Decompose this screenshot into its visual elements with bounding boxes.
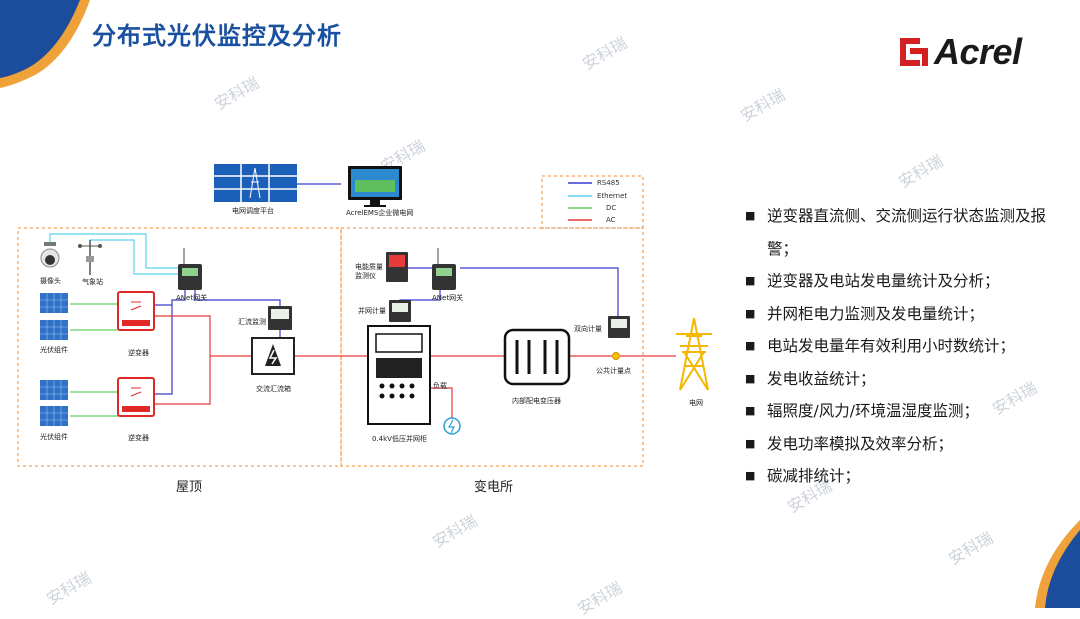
bullet-icon: ■ <box>745 371 756 385</box>
feature-list: ■ 逆变器直流侧、交流侧运行状态监测及报警； ■ 逆变器及电站发电量统计及分析； ■… <box>745 200 1070 493</box>
feature-text: 辐照度/风力/环境温湿度监测； <box>767 402 979 420</box>
watermark: 安科瑞 <box>737 85 789 126</box>
roof-area-box <box>17 227 342 467</box>
pv-panel-icon <box>40 406 68 426</box>
roof-area-label: 屋顶 <box>176 480 203 495</box>
watermark: 安科瑞 <box>945 528 997 569</box>
cabinet-load-ac <box>430 387 453 418</box>
corner-decoration-top-left <box>0 0 90 88</box>
legend-box <box>541 175 644 229</box>
logo-text: Acrel <box>934 31 1022 72</box>
transformer-label: 内部配电变压器 <box>512 397 561 405</box>
weather-station-label: 气象站 <box>82 278 103 286</box>
combiner-meter-icon <box>268 306 292 330</box>
pq-monitor-label: 电能质量 监测仪 <box>355 263 383 280</box>
acrel-logo-icon <box>900 38 928 66</box>
ac-combiner-label: 交流汇流箱 <box>256 385 291 393</box>
feature-text: 电站发电量年有效利用小时数统计； <box>767 337 1016 355</box>
cabinet-label: 0.4kV低压并网柜 <box>372 435 427 443</box>
legend-label: DC <box>606 204 617 212</box>
feature-item: ■ 电站发电量年有效利用小时数统计； <box>745 330 1070 363</box>
weather-ethernet-line <box>89 239 178 275</box>
grid-label: 电网 <box>689 399 703 407</box>
dispatch-platform-label: 电网调度平台 <box>232 207 274 215</box>
anet-gateway-icon <box>178 248 202 290</box>
pv-top-label: 光伏组件 <box>40 346 68 354</box>
feature-text: 逆变器及电站发电量统计及分析； <box>767 272 1000 290</box>
brand-logo: Acrel <box>898 31 1022 72</box>
anet-left-label: ANet网关 <box>176 294 208 302</box>
power-quality-monitor-icon <box>386 252 408 282</box>
substation-area-label: 变电所 <box>474 480 514 495</box>
substation-area-box <box>340 227 644 467</box>
grid-tower-icon <box>676 317 712 391</box>
feature-text: 逆变器直流侧、交流侧运行状态监测及报警； <box>767 207 1047 258</box>
legend-label: RS485 <box>597 179 620 187</box>
load-icon <box>443 417 461 435</box>
watermark: 安科瑞 <box>895 151 947 192</box>
pcc-label: 公共计量点 <box>596 367 631 375</box>
inverter-icon <box>117 377 155 417</box>
bullet-icon: ■ <box>745 404 756 417</box>
grid-meter-label: 并网计量 <box>358 307 386 315</box>
ac-combiner-box-icon <box>251 337 295 375</box>
inverter-top-ac <box>155 315 252 357</box>
camera-label: 摄像头 <box>40 277 61 285</box>
feature-item: ■ 发电收益统计； <box>745 363 1070 396</box>
feature-text: 碳减排统计； <box>767 467 861 485</box>
inverter-bottom-ac <box>155 356 211 405</box>
bullet-icon: ■ <box>745 469 756 482</box>
anet-gateway-icon <box>432 248 456 290</box>
combiner-meter-label: 汇流监测 <box>238 318 266 326</box>
feature-text: 发电功率模拟及效率分析； <box>767 434 954 453</box>
anet-inverter-rs485 <box>154 290 186 395</box>
anet-combiner-rs485 <box>194 290 281 308</box>
page-title: 分布式光伏监控及分析 <box>92 22 342 50</box>
feature-item: ■ 并网柜电力监测及发电量统计； <box>745 298 1070 331</box>
load-label: 负载 <box>433 382 447 390</box>
bullet-icon: ■ <box>745 436 756 450</box>
anet-right-label: ANet网关 <box>432 294 464 302</box>
bullet-icon: ■ <box>745 274 756 287</box>
legend-label: AC <box>606 216 616 224</box>
dispatch-platform-screen-icon <box>214 164 297 202</box>
feature-item: ■ 碳减排统计； <box>745 460 1070 493</box>
bidirectional-meter-label: 双向计量 <box>574 325 602 333</box>
feature-item: ■ 辐照度/风力/环境温湿度监测； <box>745 395 1070 428</box>
legend-label: Ethernet <box>597 192 628 200</box>
system-diagram <box>17 164 712 467</box>
camera-icon <box>40 242 60 268</box>
pv-panel-icon <box>40 320 68 340</box>
inverter-top-label: 逆变器 <box>128 349 149 357</box>
inverter-icon <box>117 291 155 331</box>
watermark: 安科瑞 <box>429 511 481 552</box>
bullet-icon: ■ <box>745 209 756 222</box>
weather-station-icon <box>78 240 102 275</box>
corner-decoration-bottom-right <box>1035 520 1080 608</box>
watermark: 安科瑞 <box>43 568 95 609</box>
bidirectional-meter-icon <box>608 316 630 338</box>
feature-text: 发电收益统计； <box>767 369 876 388</box>
pv-panel-icon <box>40 293 68 313</box>
watermark: 安科瑞 <box>574 578 626 619</box>
feature-item: ■ 逆变器及电站发电量统计及分析； <box>745 265 1070 298</box>
anet-bimeter-rs485 <box>460 267 619 320</box>
inverter-bottom-label: 逆变器 <box>128 434 149 442</box>
camera-ethernet-line <box>49 233 178 269</box>
transformer-icon <box>503 328 571 386</box>
low-voltage-cabinet-icon <box>367 325 431 425</box>
ems-monitor-icon <box>348 166 402 207</box>
pcc-point-icon <box>612 352 620 360</box>
feature-text: 并网柜电力监测及发电量统计； <box>767 304 985 323</box>
pv-panel-icon <box>40 380 68 400</box>
bullet-icon: ■ <box>745 306 756 320</box>
bullet-icon: ■ <box>745 339 756 352</box>
pv-bottom-label: 光伏组件 <box>40 433 68 441</box>
ems-label: AcrelEMS企业微电网 <box>346 209 414 217</box>
grid-meter-icon <box>389 300 411 322</box>
feature-item: ■ 逆变器直流侧、交流侧运行状态监测及报警； <box>745 200 1070 265</box>
feature-item: ■ 发电功率模拟及效率分析； <box>745 428 1070 461</box>
